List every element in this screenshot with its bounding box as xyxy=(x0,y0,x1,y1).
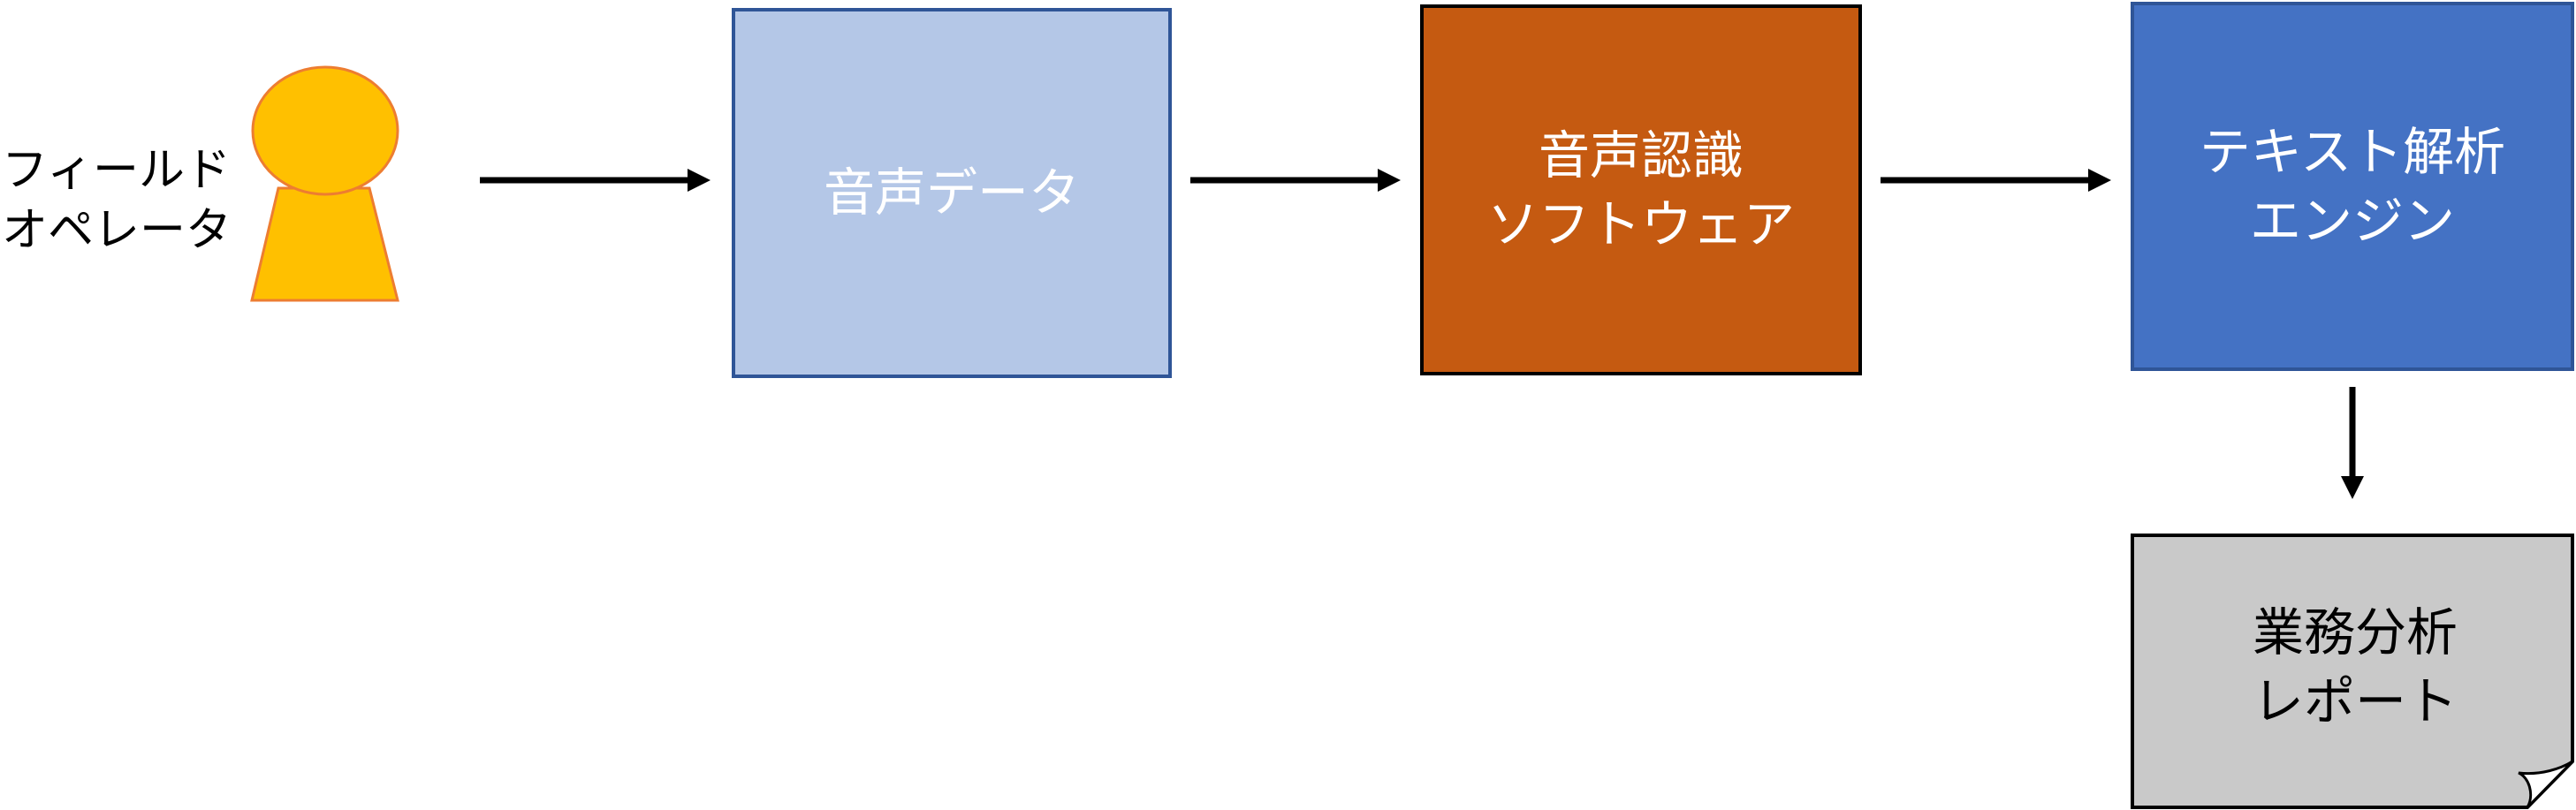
person-body xyxy=(250,186,399,302)
person-icon xyxy=(250,65,399,302)
text-analysis-box: テキスト解析 エンジン xyxy=(2131,2,2574,371)
report-label-line1: 業務分析 xyxy=(2252,602,2458,662)
arrow-audio-to-speech xyxy=(1190,169,1401,192)
report-label: 業務分析 レポート xyxy=(2139,534,2572,799)
report-label-line2: レポート xyxy=(2252,671,2458,731)
report-page-curl xyxy=(2518,760,2574,809)
operator-label-line1: フィールド xyxy=(2,144,231,197)
speech-recognition-label-line2: ソフトウェア xyxy=(1486,194,1795,254)
arrow-speech-to-text xyxy=(1881,169,2111,192)
audio-data-box: 音声データ xyxy=(732,8,1172,378)
text-analysis-label-line1: テキスト解析 xyxy=(2199,121,2506,182)
speech-recognition-box: 音声認識 ソフトウェア xyxy=(1420,4,1862,375)
document-icon xyxy=(2131,534,2574,809)
text-analysis-label-line2: エンジン xyxy=(2249,191,2455,251)
operator-label-line2: オペレータ xyxy=(2,203,232,257)
speech-recognition-label-line1: 音声認識 xyxy=(1538,125,1744,185)
arrow-operator-to-audio xyxy=(480,169,710,192)
arrow-text-to-report xyxy=(2341,387,2364,499)
audio-data-label: 音声データ xyxy=(823,163,1080,223)
operator-label: フィールド オペレータ xyxy=(2,141,240,261)
person-head xyxy=(251,65,399,196)
